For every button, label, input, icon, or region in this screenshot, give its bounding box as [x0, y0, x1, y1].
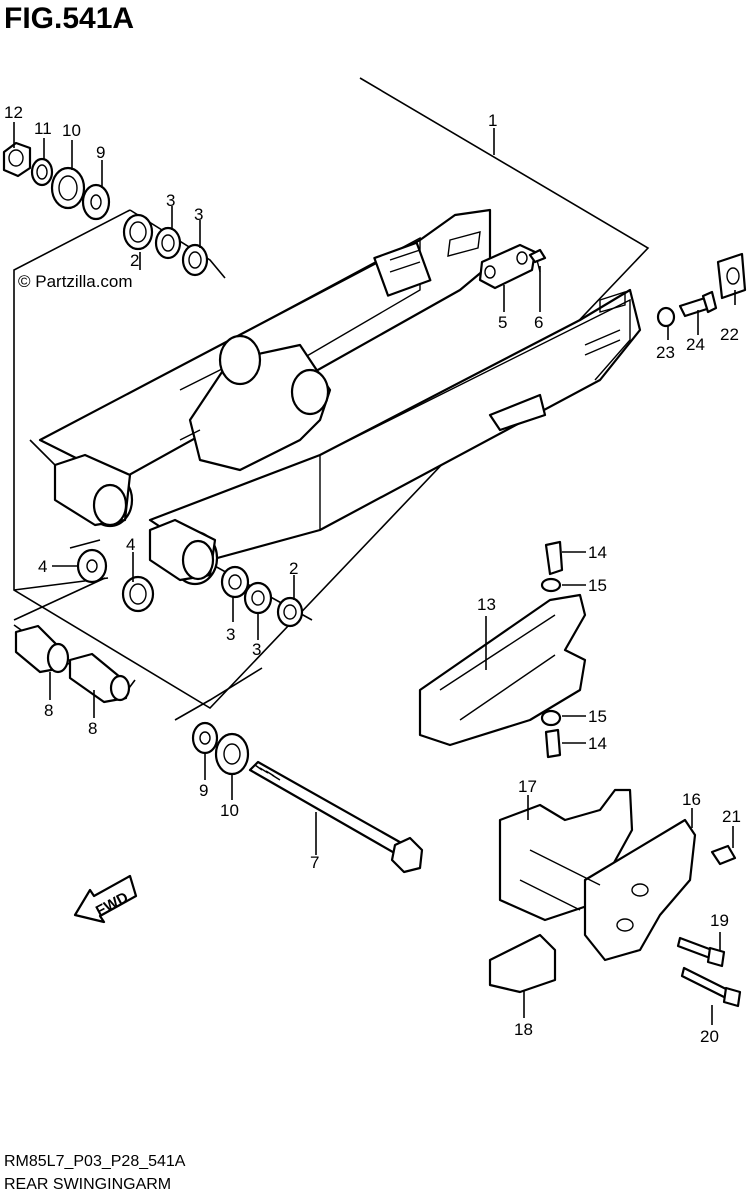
- callout-18: 18: [514, 1020, 533, 1039]
- callout-21: 21: [722, 807, 741, 826]
- callout-15: 15: [588, 707, 607, 726]
- callout-7: 7: [310, 853, 319, 872]
- callout-10: 10: [62, 121, 81, 140]
- callout-6: 6: [534, 313, 543, 332]
- callout-8: 8: [88, 719, 97, 738]
- diagram-name: REAR SWINGINGARM: [4, 1176, 172, 1193]
- callout-22: 22: [720, 325, 739, 344]
- leader-lines: [13, 122, 736, 1025]
- callout-16: 16: [682, 790, 701, 809]
- callout-15: 15: [588, 576, 607, 595]
- callout-17: 17: [518, 777, 537, 796]
- callout-3: 3: [252, 640, 261, 659]
- pivot-hardware-top: [2, 141, 111, 221]
- callout-5: 5: [498, 313, 507, 332]
- callout-13: 13: [477, 595, 496, 614]
- callout-9: 9: [96, 143, 105, 162]
- callout-1: 1: [488, 111, 497, 130]
- callout-14: 14: [588, 543, 607, 562]
- chain-slider: [418, 540, 587, 759]
- callout-12: 12: [4, 103, 23, 122]
- callout-3: 3: [194, 205, 203, 224]
- swingarm-body: [38, 208, 642, 586]
- chain-adjuster-right: [656, 252, 747, 328]
- callout-9: 9: [199, 781, 208, 800]
- bearings-upper: [122, 213, 209, 277]
- callout-23: 23: [656, 343, 675, 362]
- callout-10: 10: [220, 801, 239, 820]
- callout-20: 20: [700, 1027, 719, 1046]
- fwd-arrow: FWD: [73, 874, 138, 924]
- callout-14: 14: [588, 734, 607, 753]
- bearings-lower: [220, 565, 304, 628]
- callout-8: 8: [44, 701, 53, 720]
- callout-3: 3: [226, 625, 235, 644]
- callout-3: 3: [166, 191, 175, 210]
- callout-24: 24: [686, 335, 705, 354]
- callout-4: 4: [38, 557, 47, 576]
- callout-11: 11: [34, 119, 52, 138]
- adjuster-plate: [478, 243, 547, 290]
- callout-labels: 1 2 2 3 3 3 3 4 4 5 6 7 8 8 9 9 10 10 11…: [4, 103, 741, 1046]
- figure-title: FIG.541A: [4, 2, 135, 35]
- chain-guide: [488, 788, 742, 1008]
- callout-2: 2: [130, 251, 139, 270]
- callout-19: 19: [710, 911, 729, 930]
- pivot-hardware-lower: [14, 548, 155, 704]
- watermark: © Partzilla.com: [18, 272, 133, 291]
- callout-2: 2: [289, 559, 298, 578]
- diagram-code: RM85L7_P03_P28_541A: [4, 1153, 186, 1170]
- callout-4: 4: [126, 535, 135, 554]
- pivot-bolt: [191, 721, 424, 874]
